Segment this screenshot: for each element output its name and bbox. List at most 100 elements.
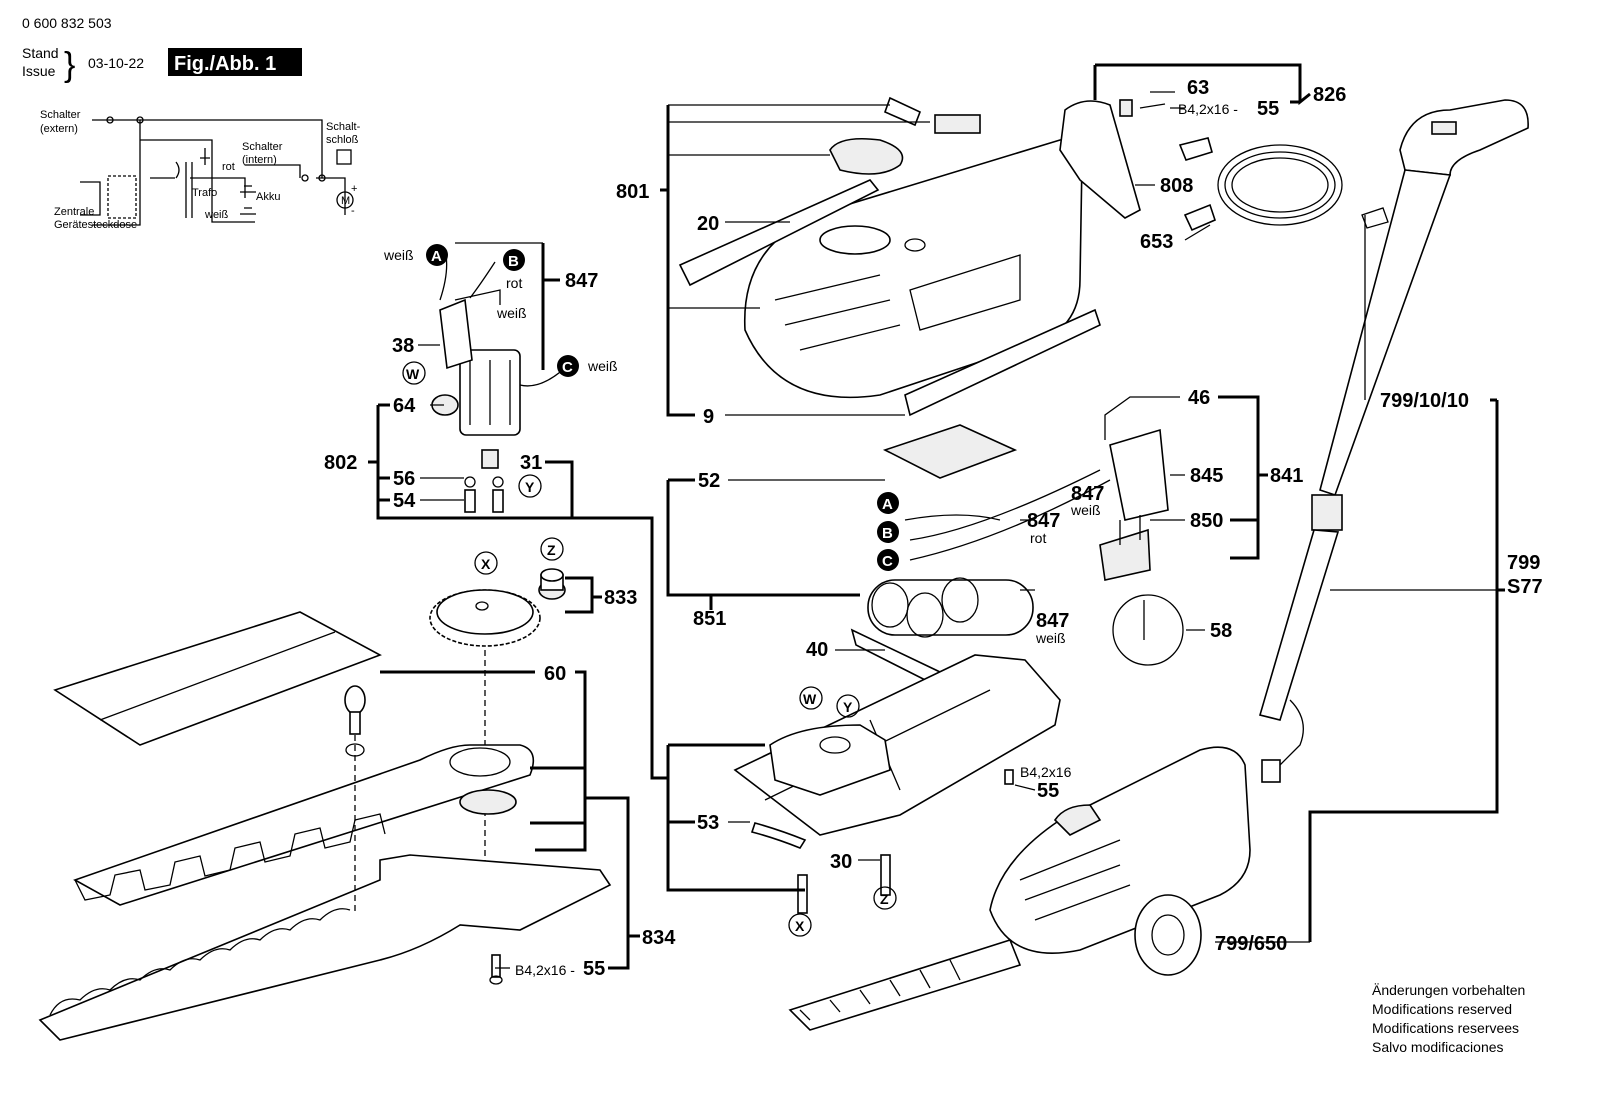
schematic-switch-external-note: (extern) bbox=[40, 123, 78, 135]
marker-x-gear-label: X bbox=[481, 556, 491, 572]
marker-x-base-label: X bbox=[795, 918, 805, 934]
part-55-middle: 55 bbox=[1037, 780, 1059, 802]
schematic-wire-red: rot bbox=[222, 161, 235, 173]
brace-icon: } bbox=[64, 46, 75, 84]
wire-weiss-a: weiß bbox=[383, 247, 414, 263]
part-801: 801 bbox=[616, 181, 649, 203]
battery-group bbox=[850, 424, 1184, 692]
schematic-switch-internal-note: (intern) bbox=[242, 154, 277, 166]
marker-y-motor bbox=[518, 474, 542, 498]
marker-z-base bbox=[873, 886, 897, 910]
part-847-motor: 847 bbox=[565, 270, 598, 292]
schematic-minus: - bbox=[351, 205, 355, 217]
marker-circles: A B C W Y X Z A B C W Y X Z bbox=[402, 244, 899, 937]
marker-w-motor bbox=[402, 361, 426, 385]
part-60: 60 bbox=[544, 663, 566, 685]
issue-label: Issue bbox=[22, 63, 56, 79]
part-847-upper: 847 bbox=[1071, 483, 1104, 505]
marker-a-motor bbox=[426, 244, 448, 266]
part-808: 808 bbox=[1160, 175, 1193, 197]
switch-button-part bbox=[829, 137, 904, 175]
part-799-650: 799/650 bbox=[1215, 933, 1287, 955]
marker-z-gear bbox=[540, 537, 564, 561]
part-799-10-10: 799/10/10 bbox=[1380, 390, 1469, 412]
part-55-top: 55 bbox=[1257, 98, 1279, 120]
part-847-lower: 847 bbox=[1036, 610, 1069, 632]
part-54: 54 bbox=[393, 490, 416, 512]
side-strip-20 bbox=[678, 179, 880, 287]
part-826: 826 bbox=[1313, 84, 1346, 106]
note-spanish: Salvo modificaciones bbox=[1372, 1039, 1504, 1055]
base-housing bbox=[733, 654, 1061, 914]
part-52: 52 bbox=[698, 470, 720, 492]
schematic-battery: Akku bbox=[256, 191, 280, 203]
part-841: 841 bbox=[1270, 465, 1303, 487]
part-64: 64 bbox=[393, 395, 416, 417]
part-30: 30 bbox=[830, 851, 852, 873]
part-38: 38 bbox=[392, 335, 414, 357]
assembled-trimmer bbox=[788, 99, 1529, 1031]
marker-a-battery bbox=[877, 492, 899, 514]
wire-rot-847-middle: rot bbox=[1030, 530, 1046, 546]
marker-y-base bbox=[836, 694, 860, 718]
marker-w-base bbox=[799, 686, 823, 710]
small-labels: B4,2x16 - B4,2x16 - B4,2x16 weiß rot wei… bbox=[383, 101, 1238, 978]
slider-part bbox=[934, 114, 981, 134]
note-german: Änderungen vorbehalten bbox=[1372, 982, 1525, 998]
marker-c-motor bbox=[557, 355, 579, 377]
part-802: 802 bbox=[324, 452, 357, 474]
figure-label-box bbox=[168, 48, 302, 76]
part-20: 20 bbox=[697, 213, 719, 235]
schematic-transformer: Trafo bbox=[192, 187, 217, 199]
marker-b-battery bbox=[877, 521, 899, 543]
schematic-plus: + bbox=[351, 183, 357, 195]
part-847-middle: 847 bbox=[1027, 510, 1060, 532]
part-845: 845 bbox=[1190, 465, 1223, 487]
schematic-switch-external: Schalter bbox=[40, 109, 81, 121]
marker-z-gear-label: Z bbox=[547, 542, 556, 558]
leader-lines bbox=[368, 63, 1505, 970]
wire-weiss-847-upper: weiß bbox=[1070, 502, 1101, 518]
document-number: 0 600 832 503 bbox=[22, 15, 112, 31]
part-9: 9 bbox=[703, 406, 714, 428]
marker-w-label: W bbox=[406, 366, 420, 382]
issue-date: 03-10-22 bbox=[88, 55, 144, 71]
marker-z-base-label: Z bbox=[880, 891, 889, 907]
part-834: 834 bbox=[642, 927, 676, 949]
note-french: Modifications reservees bbox=[1372, 1020, 1519, 1036]
marker-c-battery bbox=[877, 549, 899, 571]
marker-x-base bbox=[788, 913, 812, 937]
part-851: 851 bbox=[693, 608, 726, 630]
schematic-wire-white: weiß bbox=[204, 209, 229, 221]
motor-assembly bbox=[431, 249, 566, 513]
part-53: 53 bbox=[697, 812, 719, 834]
schematic-lock-top: Schalt- bbox=[326, 121, 361, 133]
cutter-blades bbox=[38, 685, 612, 1041]
note-english: Modifications reserved bbox=[1372, 1001, 1512, 1017]
figure-label: Fig./Abb. 1 bbox=[174, 53, 276, 75]
marker-y-base-label: Y bbox=[843, 699, 853, 715]
wiring-schematic: Schalter (extern) Schalter (intern) Scha… bbox=[40, 109, 361, 231]
part-56: 56 bbox=[393, 468, 415, 490]
blade-cover bbox=[53, 611, 382, 746]
charger-holder bbox=[1059, 99, 1343, 232]
part-799: 799 bbox=[1507, 552, 1540, 574]
gear-assembly bbox=[429, 568, 566, 880]
marker-a-battery-label: A bbox=[882, 496, 893, 513]
wire-weiss-c: weiß bbox=[587, 358, 618, 374]
electronics-module bbox=[1099, 428, 1169, 581]
marker-a-label: A bbox=[431, 248, 442, 265]
schematic-socket-bottom: Gerätesteckdose bbox=[54, 219, 137, 231]
schematic-lock-bottom: schloß bbox=[326, 134, 359, 146]
screw-spec-top: B4,2x16 - bbox=[1178, 101, 1238, 117]
part-58: 58 bbox=[1210, 620, 1232, 642]
part-number-labels: 801 20 9 826 63 55 808 653 847 38 64 802… bbox=[324, 77, 1543, 980]
marker-c-label: C bbox=[562, 359, 573, 376]
part-63: 63 bbox=[1187, 77, 1209, 99]
part-40: 40 bbox=[806, 639, 828, 661]
spring-part bbox=[883, 96, 922, 127]
marker-c-battery-label: C bbox=[882, 553, 893, 570]
part-S77: S77 bbox=[1507, 576, 1543, 598]
part-46: 46 bbox=[1188, 387, 1210, 409]
